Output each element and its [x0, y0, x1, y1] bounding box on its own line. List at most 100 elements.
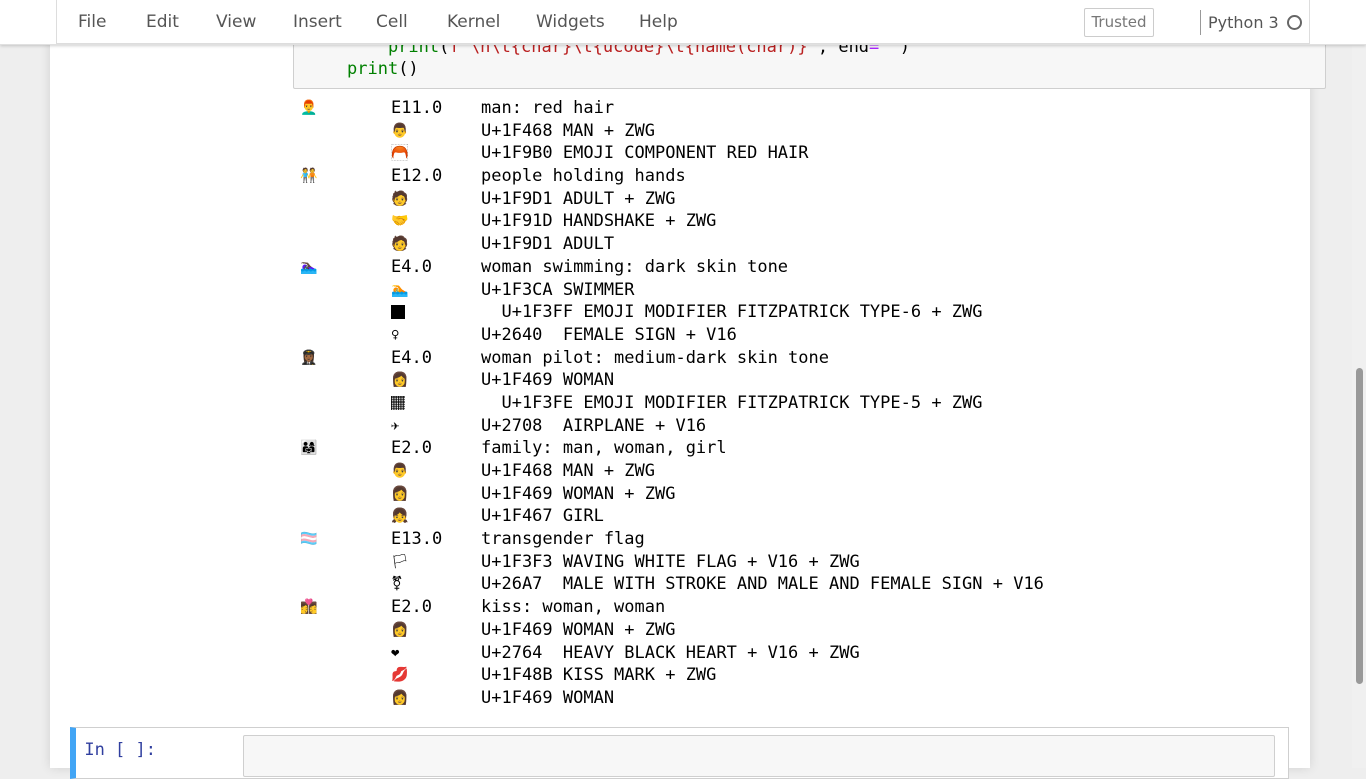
emoji-version: E11.0 [391, 97, 442, 119]
empty-code-cell[interactable]: In [ ]: [70, 727, 1289, 779]
menu-help[interactable]: Help [639, 12, 678, 32]
emoji-sequence-glyph: 👨‍👩‍👧 [300, 437, 317, 459]
emoji-description: U+1F91D HANDSHAKE + ZWG [481, 210, 716, 232]
component-glyph: 👩 [391, 483, 408, 505]
emoji-description: man: red hair [481, 97, 614, 119]
output-line: 🧑‍🤝‍🧑 E12.0 people holding hands [293, 165, 1324, 188]
output-line: ✈ U+2708 AIRPLANE + V16 [293, 415, 1324, 438]
output-line: 👨 U+1F468 MAN + ZWG [293, 120, 1324, 143]
output-line: 🏳️‍⚧️E13.0transgender flag [293, 528, 1324, 551]
kernel-separator [1200, 10, 1201, 35]
component-glyph: 🏳 [391, 551, 409, 573]
emoji-sequence-glyph: 👩‍❤️‍💋‍👩 [300, 596, 317, 618]
menu-insert[interactable]: Insert [293, 12, 342, 32]
emoji-description: kiss: woman, woman [481, 596, 665, 618]
emoji-description: U+1F9B0 EMOJI COMPONENT RED HAIR [481, 142, 809, 164]
output-line: 🏾 U+1F3FE EMOJI MODIFIER FITZPATRICK TYP… [293, 392, 1324, 415]
component-glyph: 🦰 [391, 142, 408, 164]
output-line: 👨‍🦰 E11.0 man: red hair [293, 97, 1324, 120]
emoji-description: U+2764 HEAVY BLACK HEART + V16 + ZWG [481, 642, 860, 664]
emoji-description: U+1F469 WOMAN [481, 369, 614, 391]
emoji-description: woman pilot: medium-dark skin tone [481, 347, 829, 369]
output-line: ⚧U+26A7 MALE WITH STROKE AND MALE AND FE… [293, 573, 1324, 596]
kernel-name[interactable]: Python 3 [1208, 13, 1279, 32]
output-line: 🧑U+1F9D1 ADULT + ZWG [293, 188, 1324, 211]
output-line: 👩U+1F469 WOMAN [293, 369, 1324, 392]
emoji-version: E13.0 [391, 528, 442, 550]
emoji-version: E4.0 [391, 347, 432, 369]
trusted-indicator[interactable]: Trusted [1084, 8, 1154, 37]
emoji-description: U+1F3CA SWIMMER [481, 279, 635, 301]
emoji-version: E2.0 [391, 437, 432, 459]
output-line: 🤝U+1F91D HANDSHAKE + ZWG [293, 210, 1324, 233]
menu-kernel[interactable]: Kernel [447, 12, 500, 32]
component-glyph: ❤ [391, 642, 399, 664]
output-line: 👨 U+1F468 MAN + ZWG [293, 460, 1324, 483]
emoji-description: U+1F469 WOMAN + ZWG [481, 483, 675, 505]
menubar: File Edit View Insert Cell Kernel Widget… [0, 0, 1366, 45]
emoji-description: U+1F9D1 ADULT [481, 233, 614, 255]
emoji-description: family: man, woman, girl [481, 437, 727, 459]
emoji-sequence-glyph: 👨‍🦰 [300, 97, 317, 119]
emoji-version: E4.0 [391, 256, 432, 278]
component-glyph: 👩 [391, 619, 408, 641]
component-glyph: ✈ [391, 415, 399, 437]
emoji-version: E12.0 [391, 165, 442, 187]
scrollbar-thumb[interactable] [1356, 368, 1363, 684]
output-line: 🏿 U+1F3FF EMOJI MODIFIER FITZPATRICK TYP… [293, 301, 1324, 324]
output-line: 👨‍👩‍👧 E2.0 family: man, woman, girl [293, 437, 1324, 460]
code-parens-2: () [398, 59, 418, 79]
component-glyph: 👧 [391, 505, 408, 527]
component-glyph: 🏊 [391, 279, 408, 301]
emoji-sequence-glyph: 👩🏾‍✈️ [300, 347, 317, 369]
input-prompt: In [ ]: [76, 740, 156, 760]
output-line: 👩 U+1F469 WOMAN + ZWG [293, 483, 1324, 506]
emoji-description: U+1F468 MAN + ZWG [481, 460, 655, 482]
output-line: 🦰 U+1F9B0 EMOJI COMPONENT RED HAIR [293, 142, 1324, 165]
output-line: 🏳 U+1F3F3 WAVING WHITE FLAG + V16 + ZWG [293, 551, 1324, 574]
emoji-description: U+1F3FF EMOJI MODIFIER FITZPATRICK TYPE-… [481, 301, 983, 323]
emoji-description: U+1F48B KISS MARK + ZWG [481, 664, 716, 686]
cell-output: 👨‍🦰E11.0man: red hair👨U+1F468 MAN + ZWG🦰… [293, 97, 1324, 710]
emoji-description: U+1F467 GIRL [481, 505, 604, 527]
component-glyph: ⚧ [391, 573, 403, 595]
emoji-sequence-glyph: 🏳️‍⚧️ [300, 528, 317, 550]
component-glyph: 👨 [391, 120, 408, 142]
emoji-description: people holding hands [481, 165, 686, 187]
output-line: 🧑U+1F9D1 ADULT [293, 233, 1324, 256]
output-line: 💋U+1F48B KISS MARK + ZWG [293, 664, 1324, 687]
output-line: 👩🏾‍✈️ E4.0 woman pilot: medium-dark skin t… [293, 347, 1324, 370]
output-line: 👩‍❤️‍💋‍👩 E2.0 kiss: woman, woman [293, 596, 1324, 619]
component-glyph: ♀ [391, 324, 399, 346]
menu-cell[interactable]: Cell [376, 12, 408, 32]
output-line: 👧 U+1F467 GIRL [293, 505, 1324, 528]
code-print-fn-2: print [347, 59, 398, 79]
component-glyph: 🏾 [391, 392, 405, 414]
emoji-description: U+1F469 WOMAN [481, 687, 614, 709]
emoji-description: U+1F3FE EMOJI MODIFIER FITZPATRICK TYPE-… [481, 392, 983, 414]
output-line: 🏊 U+1F3CA SWIMMER [293, 279, 1324, 302]
output-line: 👩 U+1F469 WOMAN [293, 687, 1324, 710]
component-glyph: 👨 [391, 460, 408, 482]
emoji-description: U+2708 AIRPLANE + V16 [481, 415, 706, 437]
emoji-sequence-glyph: 🏊🏿‍♀️ [300, 256, 317, 278]
emoji-sequence-glyph: 🧑‍🤝‍🧑 [300, 165, 317, 187]
output-line: 🏊🏿‍♀️E4.0woman swimming: dark skin tone [293, 256, 1324, 279]
emoji-description: U+1F3F3 WAVING WHITE FLAG + V16 + ZWG [481, 551, 860, 573]
emoji-description: U+1F468 MAN + ZWG [481, 120, 655, 142]
emoji-version: E2.0 [391, 596, 432, 618]
menu-edit[interactable]: Edit [146, 12, 179, 32]
component-glyph: 👩 [391, 687, 408, 709]
emoji-description: U+2640 FEMALE SIGN + V16 [481, 324, 737, 346]
menu-widgets[interactable]: Widgets [536, 12, 605, 32]
kernel-status-icon [1287, 15, 1302, 30]
component-glyph: 🧑 [391, 188, 408, 210]
output-line: 👩U+1F469 WOMAN + ZWG [293, 619, 1324, 642]
output-line: ♀ U+2640 FEMALE SIGN + V16 [293, 324, 1324, 347]
menu-file[interactable]: File [78, 12, 106, 32]
menubar-container: File Edit View Insert Cell Kernel Widget… [56, 0, 1310, 44]
page-scrollbar[interactable] [1352, 0, 1366, 768]
code-line-2: print() [347, 59, 419, 79]
cell-input-editor[interactable] [243, 735, 1275, 777]
menu-view[interactable]: View [216, 12, 256, 32]
